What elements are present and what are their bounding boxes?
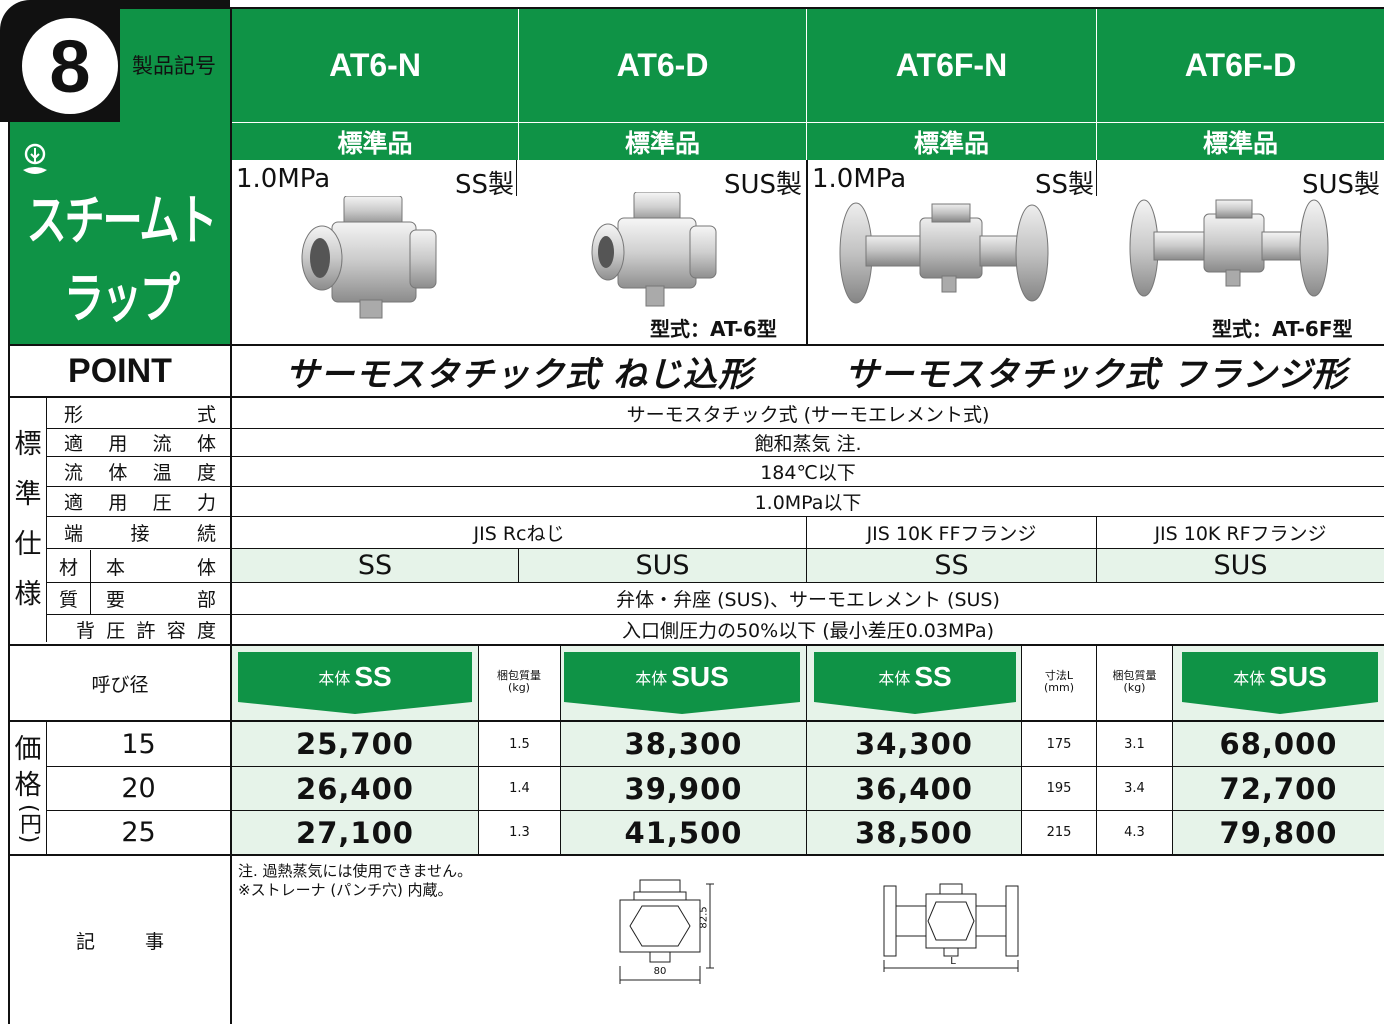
weight1-15: 1.5: [509, 736, 530, 752]
body-material-1: SS: [232, 549, 518, 582]
spec-back-pressure-value: 入口側圧力の50%以下 (最小差圧0.03MPa): [621, 620, 995, 642]
price-at6-d-20: 39,900: [624, 771, 743, 806]
spec-pressure-value: 1.0MPa以下: [754, 491, 862, 514]
spec-connection-ff: JIS 10K FFフランジ: [866, 522, 1037, 545]
price-at6-n-20: 26,400: [296, 771, 414, 806]
weight2-15: 3.1: [1124, 736, 1145, 752]
leaf-logo-icon: [20, 140, 50, 184]
spec-label-connection: 端接続: [64, 522, 216, 545]
p3-pressure: 1.0MPa: [812, 164, 907, 194]
spec-connection-rf: JIS 10K RFフランジ: [1154, 522, 1327, 545]
p4-material: SUS製: [1301, 170, 1380, 200]
dim-25: 215: [1046, 825, 1072, 840]
at6-d-product-image: [590, 191, 720, 316]
category-title: スチームトラップ: [26, 190, 218, 331]
size-15: 15: [121, 728, 156, 760]
spec-label-parts: 要部: [106, 588, 216, 611]
product-code-at6f-n: AT6F-N: [807, 8, 1096, 122]
price-at6-n-15: 25,700: [296, 727, 414, 761]
dim-l-label: L: [950, 956, 956, 967]
weight1-20: 1.4: [509, 781, 530, 796]
price-at6f-d-15: 68,000: [1219, 727, 1338, 761]
spec-label-temp: 流体温度: [64, 461, 216, 484]
price-at6-d-25: 41,500: [624, 815, 743, 850]
note-line-2: ※ストレーナ (パンチ穴) 内蔵。: [238, 881, 453, 899]
standard-label-4: 標準品: [1202, 128, 1278, 158]
at6f-n-product-image: [838, 198, 1058, 312]
note-line-1: 注. 過熱蒸気には使用できません。: [238, 862, 473, 880]
standard-label-3: 標準品: [913, 128, 989, 158]
dim-height-label: 82.5: [698, 906, 710, 929]
screw-type-dimension-drawing: [610, 876, 730, 992]
dimension-l-header: 寸法L (mm): [1043, 669, 1074, 694]
size-25: 25: [121, 817, 156, 848]
spec-parts-value: 弁体・弁座 (SUS)、サーモエレメント (SUS): [616, 589, 1000, 611]
spec-label-back-pressure: 背圧許容度: [76, 619, 216, 642]
price-yen-label: 価格(円): [14, 734, 42, 844]
price-at6f-d-25: 79,800: [1219, 815, 1338, 850]
body-material-2: SUS: [519, 549, 806, 582]
product-code-label: 製品記号: [118, 8, 230, 122]
price-at6f-n-15: 34,300: [855, 727, 973, 761]
weight2-25: 4.3: [1124, 825, 1145, 840]
product-code-at6-n: AT6-N: [232, 8, 518, 122]
weight2-20: 3.4: [1124, 781, 1145, 796]
dim-15: 175: [1046, 736, 1072, 752]
spec-connection-screw: JIS Rcねじ: [473, 522, 565, 545]
dim-20: 195: [1046, 781, 1072, 796]
point-label: POINT: [68, 351, 172, 390]
packing-weight-header-2: 梱包質量 (kg): [1112, 669, 1157, 694]
price-at6f-n-25: 38,500: [855, 815, 973, 850]
spec-fluid-value: 飽和蒸気 注.: [754, 432, 862, 455]
at6f-d-product-image: [1128, 196, 1334, 310]
size-20: 20: [121, 773, 156, 804]
spec-label-body: 本体: [106, 556, 216, 579]
standard-spec-label: 標準仕様: [14, 429, 42, 610]
p2-model: 型式：AT-6型: [650, 317, 777, 341]
spec-label-fluid: 適用流体: [64, 432, 216, 455]
standard-label-2: 標準品: [624, 128, 700, 158]
spec-label-pressure: 適用圧力: [64, 491, 216, 514]
price-at6f-d-20: 72,700: [1219, 771, 1338, 806]
material-label-2: 質: [58, 588, 78, 611]
point-flange-type: サーモスタチック式 フランジ形: [844, 354, 1348, 395]
standard-label-1: 標準品: [337, 128, 413, 158]
nominal-size-label: 呼び径: [91, 673, 149, 696]
p3-material: SS製: [1034, 170, 1094, 200]
spec-type-value: サーモスタチック式 (サーモエレメント式): [626, 403, 990, 426]
p2-material: SUS製: [723, 170, 802, 200]
body-material-3: SS: [807, 549, 1096, 582]
product-code-at6-d: AT6-D: [519, 8, 806, 122]
weight1-25: 1.3: [509, 825, 530, 840]
spec-temp-value: 184℃以下: [760, 461, 856, 484]
p4-model: 型式：AT-6F型: [1212, 317, 1353, 341]
product-code-at6f-d: AT6F-D: [1097, 8, 1384, 122]
p1-material: SS製: [454, 170, 514, 200]
point-screw-type: サーモスタチック式 ねじ込形: [285, 354, 753, 395]
spec-label-type: 形式: [64, 403, 216, 426]
p1-pressure: 1.0MPa: [236, 164, 331, 194]
body-material-4: SUS: [1097, 549, 1384, 582]
at6-n-product-image: [300, 195, 440, 326]
badge-number: 8: [49, 24, 91, 108]
flange-type-dimension-drawing: [880, 880, 1026, 980]
price-at6-n-25: 27,100: [296, 815, 414, 850]
price-at6f-n-20: 36,400: [855, 771, 973, 806]
notes-label: 記事: [75, 930, 214, 953]
dim-width-label: 80: [653, 966, 667, 977]
material-label-1: 材: [58, 556, 78, 579]
packing-weight-header-1: 梱包質量 (kg): [497, 669, 541, 694]
price-at6-d-15: 38,300: [624, 727, 743, 761]
number-badge: [22, 18, 118, 114]
